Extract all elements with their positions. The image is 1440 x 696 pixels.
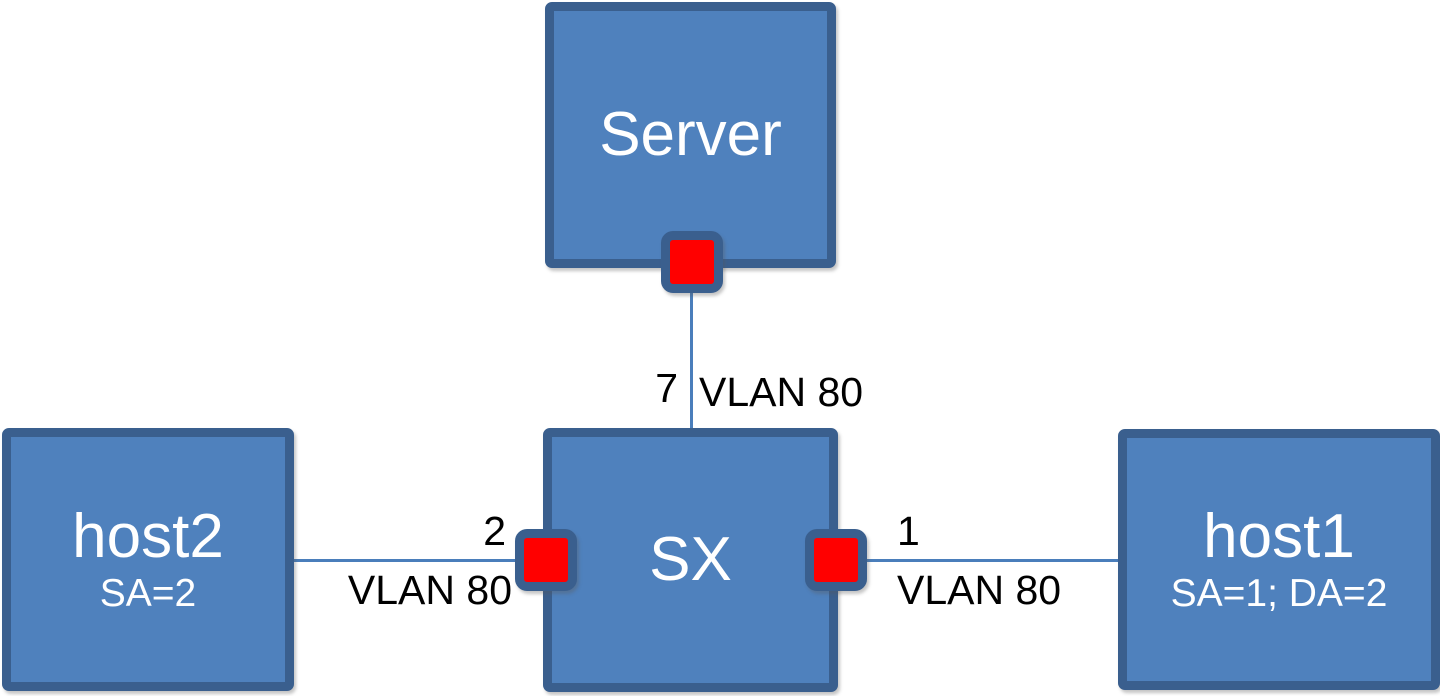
- sx-port2-marker: [515, 529, 577, 591]
- link-sx-server: [690, 291, 693, 428]
- sx-switch-node: SX: [543, 428, 838, 692]
- host1-node-label: host1: [1203, 501, 1355, 571]
- host2-node: host2 SA=2: [2, 428, 294, 691]
- server-port-marker: [661, 231, 723, 293]
- link-host2-sx: [294, 559, 516, 562]
- server-node-label: Server: [599, 100, 782, 170]
- host1-address-label: SA=1; DA=2: [1170, 571, 1388, 615]
- vlan-label-host2-link: VLAN 80: [347, 567, 512, 613]
- host2-node-label: host2: [72, 501, 224, 571]
- port-number-1-label: 1: [897, 508, 920, 554]
- sx-port1-marker: [805, 529, 867, 591]
- port-number-7-label: 7: [655, 365, 678, 411]
- server-node: Server: [545, 2, 836, 268]
- vlan-label-server-link: VLAN 80: [699, 369, 864, 415]
- port-number-2-label: 2: [483, 508, 506, 554]
- host2-address-label: SA=2: [99, 571, 197, 615]
- host1-node: host1 SA=1; DA=2: [1118, 429, 1440, 690]
- sx-switch-label: SX: [649, 525, 732, 595]
- vlan-label-host1-link: VLAN 80: [897, 567, 1062, 613]
- link-sx-host1: [866, 559, 1120, 562]
